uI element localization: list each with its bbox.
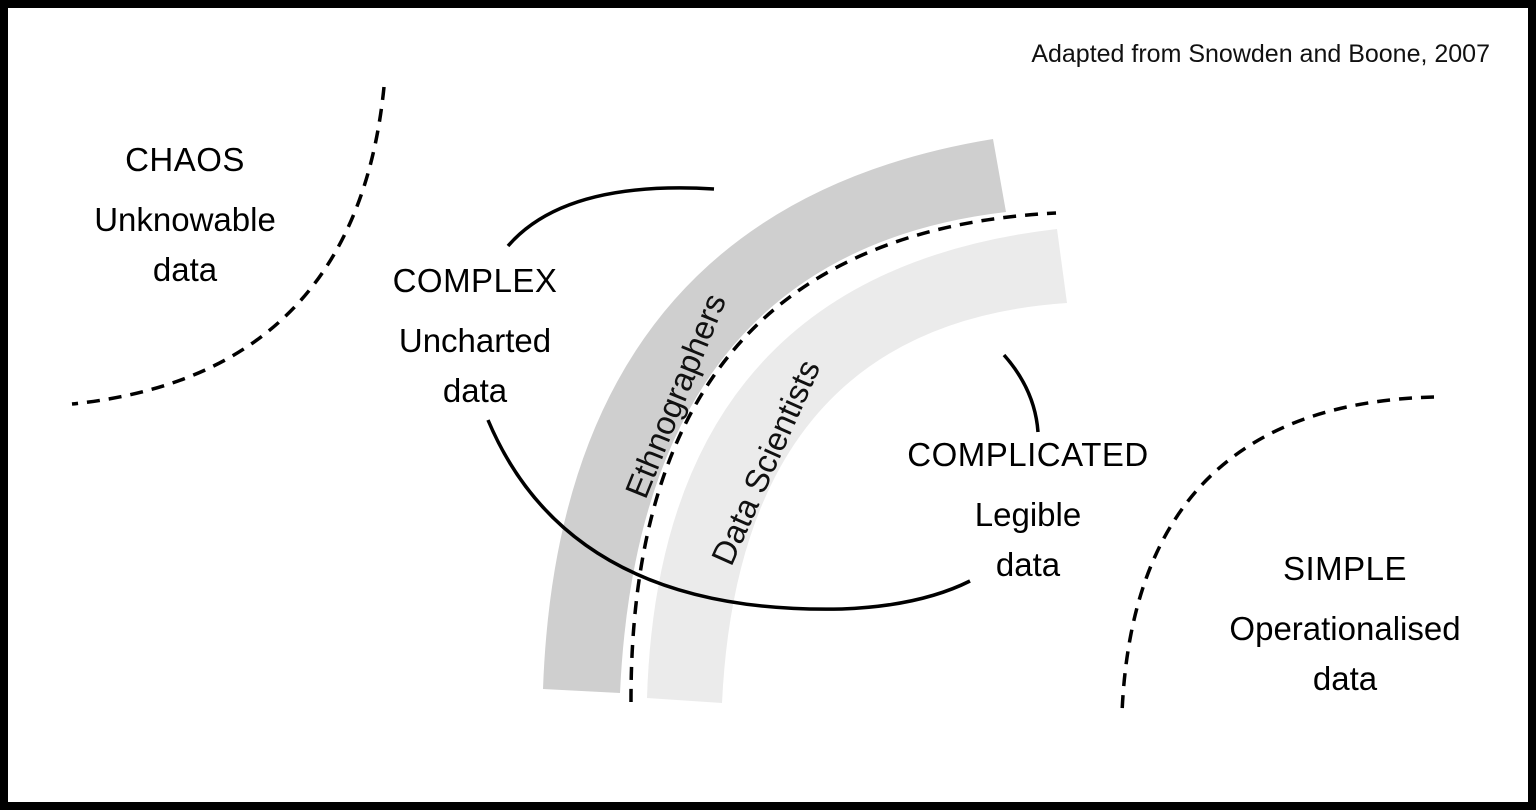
complicated-domain: COMPLICATED Legible data [880, 436, 1176, 584]
complex-line1: Uncharted [398, 322, 552, 359]
complicated-line1: Legible [974, 496, 1082, 533]
chaos-domain: CHAOS Unknowable data [60, 141, 310, 289]
chaos-title: CHAOS [125, 141, 245, 178]
data-scientists-band [647, 229, 1067, 703]
complex-arc-bottom [486, 419, 971, 611]
complex-title: COMPLEX [392, 262, 558, 299]
simple-domain: SIMPLE Operationalised data [1195, 550, 1495, 698]
complicated-line2: data [995, 546, 1061, 583]
complicated-title: COMPLICATED [907, 436, 1149, 473]
chaos-boundary [71, 86, 386, 406]
simple-title: SIMPLE [1282, 550, 1408, 587]
simple-boundary [1120, 395, 1435, 714]
complex-line2: data [442, 372, 508, 409]
complex-domain: COMPLEX Uncharted data [350, 262, 600, 410]
simple-line2: data [1312, 660, 1378, 697]
chaos-line1: Unknowable [94, 201, 276, 238]
source-citation: Adapted from Snowden and Boone, 2007 [1031, 40, 1490, 68]
chaos-line2: data [152, 251, 218, 288]
simple-line1: Operationalised [1229, 610, 1461, 647]
complex-complicated-boundary [629, 211, 1057, 703]
complicated-arc [1002, 353, 1040, 433]
ethnographers-band [543, 139, 1006, 693]
complex-arc-top [506, 186, 715, 248]
